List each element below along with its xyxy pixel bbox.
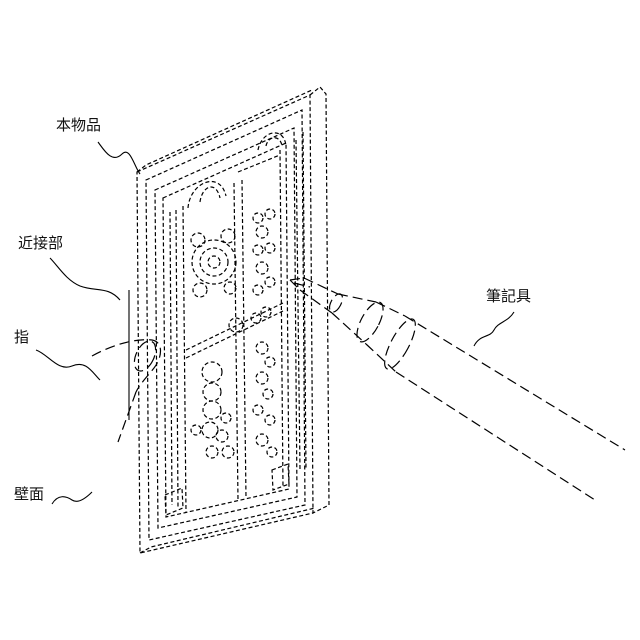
leader-main-object <box>98 142 140 174</box>
writing-tool-pen <box>290 278 625 500</box>
panel-internal-pattern <box>191 209 277 458</box>
finger-outline <box>92 338 161 442</box>
label-main-object: 本物品 <box>56 118 101 133</box>
label-wall-surface: 壁面 <box>14 487 44 502</box>
label-finger: 指 <box>14 330 29 345</box>
main-object-panel <box>137 87 329 553</box>
label-proximity-part: 近接部 <box>18 236 63 251</box>
leader-finger <box>36 350 100 380</box>
leader-proximity-part <box>50 258 120 300</box>
leader-wall <box>52 492 92 504</box>
label-writing-tool: 筆記具 <box>486 289 531 304</box>
leader-writing-tool <box>474 312 514 346</box>
leader-lines <box>36 142 514 504</box>
